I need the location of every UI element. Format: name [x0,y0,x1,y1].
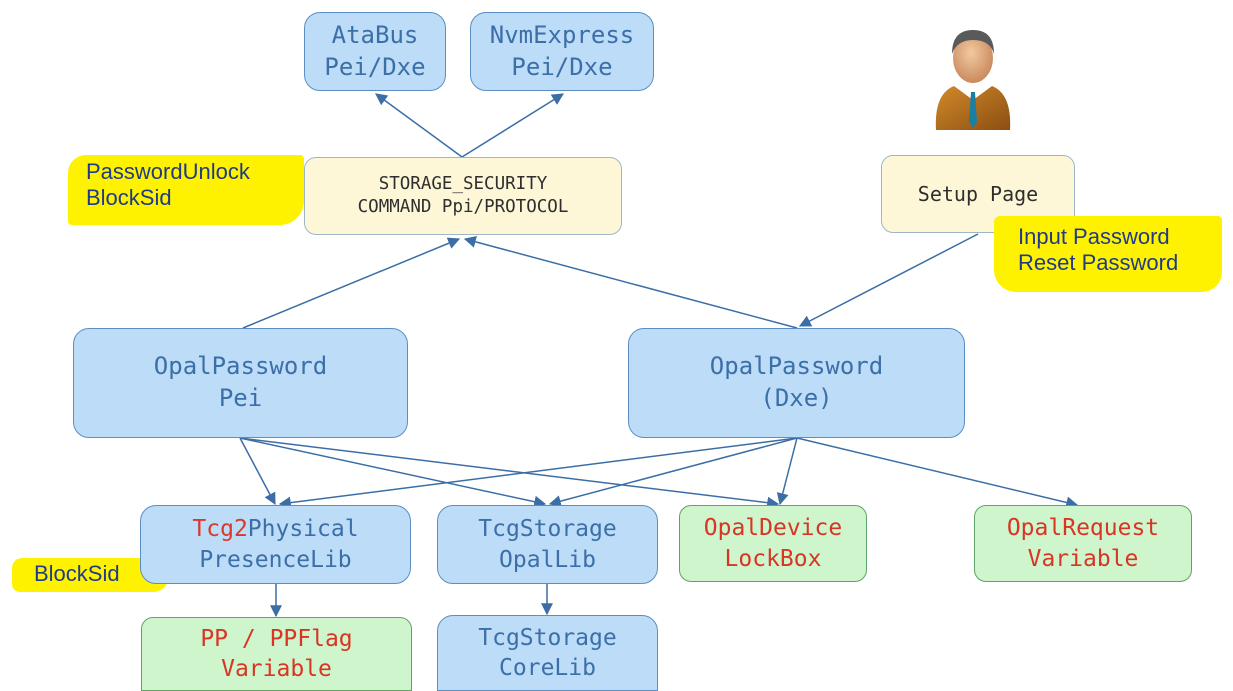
tcg2-pp-line2: PresenceLib [199,546,352,573]
input-password-label: Input Password [1018,224,1170,249]
storage-security-line2: COMMAND Ppi/PROTOCOL [357,197,569,217]
opal-device-line2: LockBox [724,545,822,572]
setup-page-box: Setup Page [881,155,1075,233]
input-reset-highlight: Input Password Reset Password [994,216,1222,292]
nvmexpress-line1: NvmExpress [489,20,635,49]
opal-password-pei-box: OpalPassword Pei [73,328,408,438]
arrow-storage-to-nvmexpress [461,93,565,158]
arrow-opaldxe-to-lockbox [776,437,798,506]
arrow-opaldxe-to-tcgopal [548,437,798,508]
opal-request-line2: Variable [1027,545,1139,572]
opal-password-dxe-box: OpalPassword (Dxe) [628,328,965,438]
atabus-line2: Pei/Dxe [324,52,426,81]
opal-pei-line2: Pei [218,384,263,412]
tcgstorage-core-line2: CoreLib [499,655,596,681]
tcgstorage-opallib-box: TcgStorage OpalLib [437,505,658,584]
opal-request-line1: OpalRequest [1006,515,1160,542]
storage-security-box: STORAGE_SECURITY COMMAND Ppi/PROTOCOL [304,157,622,235]
tcg2-physical-presence-lib-box: Tcg2Physical PresenceLib [140,505,411,584]
password-unlock-line1: PasswordUnlock [86,159,250,184]
password-unlock-line2: BlockSid [86,185,172,211]
password-unlock-highlight: PasswordUnlock BlockSid [68,155,304,225]
opal-pei-line1: OpalPassword [153,352,328,381]
tcg2-pp-line1-rest: Physical [247,516,359,543]
arrow-opalpei-to-tcg2pp [239,437,276,506]
user-icon [930,22,1016,132]
arrow-opalpei-to-storage [242,237,461,329]
arrow-opaldxe-to-tcg2pp [278,437,798,509]
opal-dxe-line2: (Dxe) [760,384,833,412]
tcgstorage-opal-line1: TcgStorage [478,516,617,543]
nvmexpress-line2: Pei/Dxe [511,52,613,81]
pp-ppflag-line1: PP / PPFlag [200,625,353,652]
blocksid-label: BlockSid [34,561,120,586]
arrow-setup-to-opaldxe [798,233,979,327]
arrow-opalpei-to-tcgopal [239,437,547,508]
atabus-line1: AtaBus [331,20,419,49]
opal-dxe-line1: OpalPassword [709,352,884,381]
setup-page-label: Setup Page [917,181,1039,206]
pp-ppflag-line2: Variable [221,656,332,682]
arrow-opalpei-to-lockbox [239,437,780,509]
arrow-storage-to-atabus [375,93,463,158]
arrow-opaldxe-to-request [796,437,1079,509]
reset-password-label: Reset Password [1018,250,1179,276]
storage-security-line1: STORAGE_SECURITY [378,173,548,194]
arrow-opaldxe-to-storage [463,236,798,329]
tcg2-pp-line1: Tcg2Physical [192,514,358,544]
atabus-box: AtaBus Pei/Dxe [304,12,446,91]
tcgstorage-opal-line2: OpalLib [499,546,596,573]
pp-ppflag-variable-box: PP / PPFlag Variable [141,617,412,691]
tcgstorage-core-line1: TcgStorage [478,624,617,651]
tcg2-red-text: Tcg2 [192,516,248,543]
opal-request-variable-box: OpalRequest Variable [974,505,1192,582]
opal-device-lockbox-box: OpalDevice LockBox [679,505,867,582]
tcgstorage-corelib-box: TcgStorage CoreLib [437,615,658,691]
nvmexpress-box: NvmExpress Pei/Dxe [470,12,654,91]
opal-device-line1: OpalDevice [703,515,843,542]
